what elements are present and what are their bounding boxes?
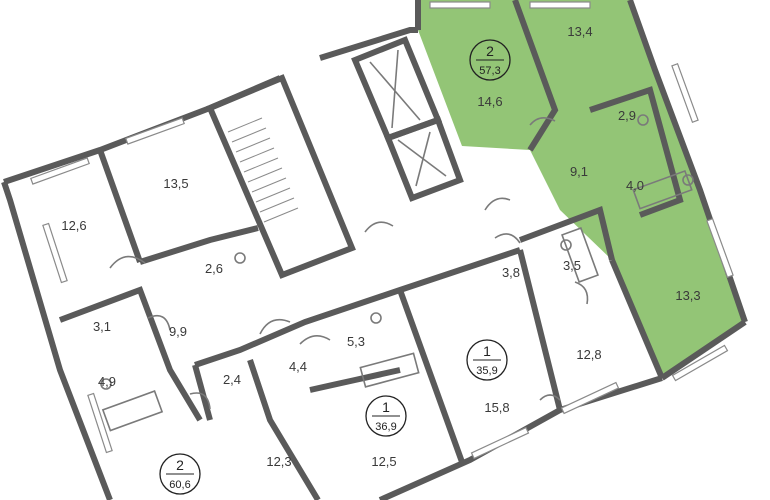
interior-wall-5 [247,359,321,500]
highlighted-apartment[interactable] [418,0,745,378]
room-area-label: 12,3 [266,454,291,469]
building-walls [1,0,748,500]
interior-wall-11 [589,86,684,218]
toilet [370,312,382,324]
room-area-label: 12,6 [61,218,86,233]
room-labels: 13,4 14,6 2,9 9,1 4,0 13,3 13,5 12,6 2,6… [61,24,700,469]
toilet [560,239,572,251]
window [671,63,699,123]
room-area-label: 3,8 [502,265,520,280]
interior-wall-1 [97,148,143,264]
room-area-label: 2,6 [205,261,223,276]
apartment-rooms: 2 [486,43,494,59]
window [30,157,90,185]
interior-wall-9 [518,205,615,261]
apartment-rooms: 1 [382,399,390,415]
window [529,1,591,9]
room-area-label: 2,4 [223,372,241,387]
interior-wall-6 [397,288,465,464]
window [671,344,729,382]
window [429,1,491,9]
apartment-badge[interactable]: 2 60,6 [159,453,201,495]
apartment-area: 57,3 [479,65,500,77]
stair-core [206,74,356,279]
apartment-area: 36,9 [375,421,396,433]
outer-wall-south-east [660,319,747,381]
windows [30,1,734,460]
room-area-label: 9,1 [570,164,588,179]
interior-wall-4 [194,247,521,368]
interior-wall-12 [609,258,665,380]
room-area-label: 4,0 [626,178,644,193]
window [125,117,185,145]
elevator-shaft-2 [384,116,464,202]
room-area-label: 15,8 [484,400,509,415]
elevator-marks [369,49,447,187]
room-area-label: 5,3 [347,334,365,349]
interior-wall-7 [309,367,401,393]
outer-wall-west [1,181,113,500]
room-area-label: 4,4 [289,359,307,374]
interior-wall-8 [517,249,563,411]
toilet [100,378,112,390]
highlighted-apartment-fill[interactable] [418,0,745,378]
stair-treads [227,117,299,223]
outer-wall-south [378,375,663,500]
apartment-area: 35,9 [476,365,497,377]
window [706,218,734,278]
window [470,426,530,460]
room-area-label: 13,5 [163,176,188,191]
window [87,392,113,454]
bathtub [101,390,164,432]
apartment-rooms: 1 [483,343,491,359]
fixtures [100,114,694,432]
window [560,381,620,415]
room-area-label: 14,6 [477,94,502,109]
room-area-label: 13,4 [567,24,592,39]
room-area-label: 13,3 [675,288,700,303]
apartment-badge[interactable]: 1 35,9 [466,339,508,381]
interior-wall-3 [58,286,203,422]
bathtub [359,352,420,388]
apartment-area: 60,6 [169,479,190,491]
window [42,222,68,284]
room-area-label: 9,9 [169,324,187,339]
bathtub [632,170,693,210]
room-area-label: 12,5 [371,454,396,469]
toilet [637,114,649,126]
apartment-rooms: 2 [176,457,184,473]
room-area-label: 12,8 [576,347,601,362]
apartment-badge[interactable]: 1 36,9 [365,395,407,437]
room-area-label: 4,9 [98,374,116,389]
interior-wall-13 [192,364,213,421]
interior-wall-10 [512,0,559,152]
doors [109,117,589,410]
apartment-badge[interactable]: 2 57,3 [469,39,511,81]
room-area-label: 2,9 [618,108,636,123]
bathtub [561,227,599,283]
interior-wall-2 [139,225,259,265]
toilet [234,252,246,264]
toilet [682,174,694,186]
room-area-label: 3,1 [93,319,111,334]
room-area-label: 3,5 [563,258,581,273]
